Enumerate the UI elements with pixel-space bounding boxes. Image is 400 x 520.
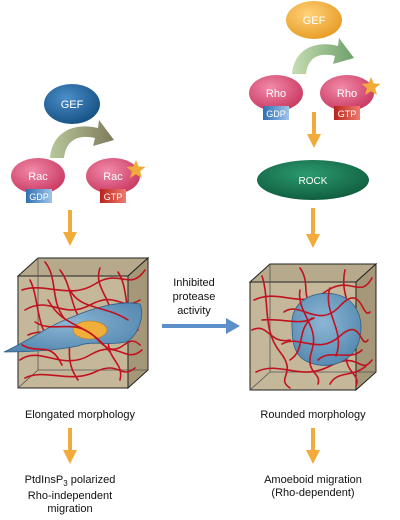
right-rho-gdp-oval xyxy=(249,75,303,111)
left-gtp-label: GTP xyxy=(104,192,123,202)
left-rac-gdp-oval xyxy=(11,158,65,194)
right-morphology-label: Rounded morphology xyxy=(260,409,366,421)
right-activation-star-icon xyxy=(361,77,381,95)
left-activation-star-icon xyxy=(126,160,146,178)
left-exchange-arrow xyxy=(50,120,114,158)
left-migration-line3: migration xyxy=(47,503,93,516)
left-down-arrow-2 xyxy=(63,428,77,464)
left-gdp-label: GDP xyxy=(29,192,49,202)
right-migration-caption: Amoeboid migration (Rho-dependent) xyxy=(243,474,383,500)
left-rac-gtp-oval xyxy=(86,158,140,194)
transition-label-line1: Inhibited xyxy=(173,277,215,289)
right-migration-line1: Amoeboid migration xyxy=(264,474,362,486)
transition-label-line3: activity xyxy=(177,305,211,317)
left-migration-line1: PtdInsP3 polarized xyxy=(24,474,116,489)
left-rac-gtp-label: Rac xyxy=(103,171,123,183)
right-exchange-arrow xyxy=(292,38,354,74)
right-down-arrow-2 xyxy=(306,208,320,248)
right-down-arrow-1 xyxy=(307,112,321,148)
left-nucleus xyxy=(72,320,108,340)
right-rho-gdp-label: Rho xyxy=(266,88,286,100)
transition-arrow xyxy=(162,318,240,334)
left-gef-label: GEF xyxy=(61,99,84,111)
left-gtp-box xyxy=(100,189,126,203)
rock-label: ROCK xyxy=(299,176,328,187)
right-gef-oval xyxy=(286,1,342,39)
left-morphology-label: Elongated morphology xyxy=(25,409,136,421)
rock-oval xyxy=(257,160,369,200)
transition-label-line2: protease xyxy=(173,291,216,303)
left-migration-caption: PtdInsP3 polarized Rho-independent migra… xyxy=(0,474,140,516)
right-fibers-front xyxy=(261,287,371,385)
right-gef-label: GEF xyxy=(303,15,326,27)
left-gef-oval xyxy=(44,84,100,124)
left-rac-gdp-label: Rac xyxy=(28,171,48,183)
left-gdp-box xyxy=(26,189,52,203)
right-gdp-label: GDP xyxy=(266,109,286,119)
left-down-arrow-1 xyxy=(63,210,77,246)
right-gtp-box xyxy=(334,106,360,120)
right-rho-gtp-label: Rho xyxy=(337,88,357,100)
right-gdp-box xyxy=(263,106,289,120)
left-fibers-front xyxy=(21,289,141,366)
right-gtp-label: GTP xyxy=(338,109,357,119)
right-down-arrow-3 xyxy=(306,428,320,464)
right-rho-gtp-oval xyxy=(320,75,374,111)
right-rounded-cell xyxy=(291,292,362,366)
right-migration-line2: (Rho-dependent) xyxy=(271,487,355,499)
left-migration-line2: Rho-independent xyxy=(27,490,113,503)
